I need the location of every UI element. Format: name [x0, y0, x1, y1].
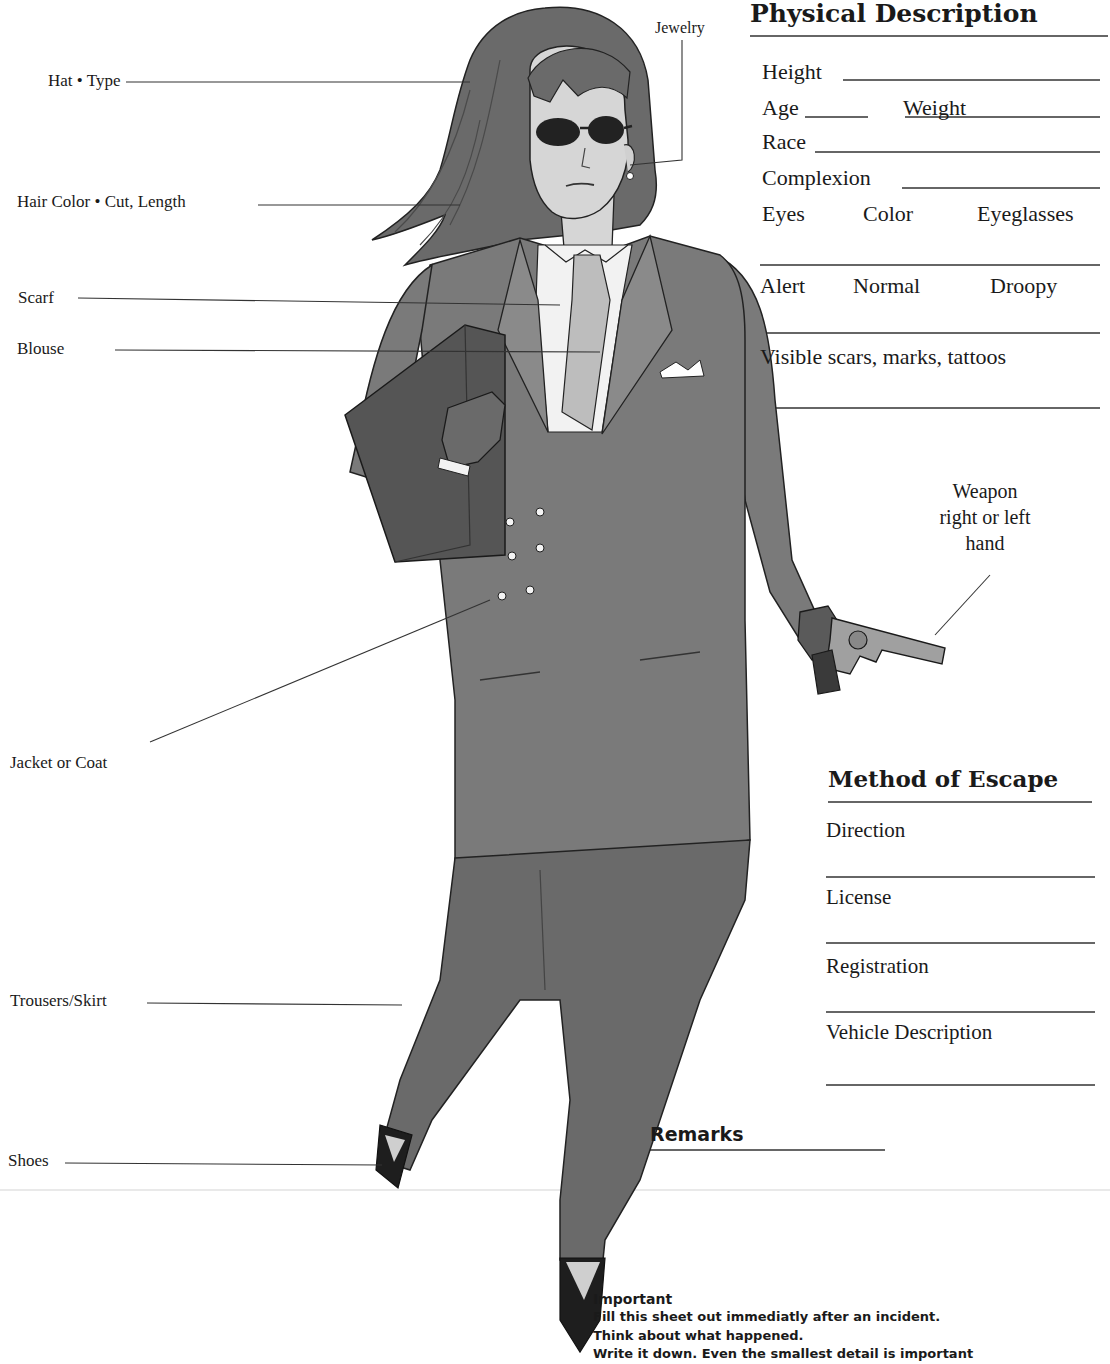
- note-text: Write it down. Even the smallest detail …: [593, 1347, 973, 1362]
- part-label: Jacket or Coat: [10, 753, 107, 773]
- note-text: Fill this sheet out immediatly after an …: [593, 1310, 940, 1325]
- revolver-cylinder: [849, 631, 867, 649]
- bracelet: [438, 458, 470, 476]
- fill-line: [826, 1084, 1095, 1085]
- heading-rule: [650, 1149, 885, 1150]
- part-label: Hair Color • Cut, Length: [17, 192, 186, 212]
- scarf: [562, 255, 610, 430]
- fill-line: [760, 407, 1100, 408]
- gloved-hand: [442, 392, 505, 468]
- hair: [372, 7, 656, 265]
- separator-line: [0, 1189, 1110, 1191]
- option-label: Alert: [760, 273, 805, 298]
- note-text: Think about what happened.: [593, 1329, 804, 1344]
- hair-strands: [395, 60, 500, 245]
- note-heading: Important: [593, 1291, 672, 1307]
- sunglasses-frame: [580, 126, 632, 128]
- part-label: Trousers/Skirt: [10, 991, 107, 1011]
- lapel: [602, 236, 672, 434]
- option-label: Normal: [853, 273, 920, 298]
- fill-line: [843, 79, 1100, 80]
- part-label: Shoes: [8, 1151, 49, 1171]
- fill-line: [826, 942, 1095, 943]
- field-label: Color: [863, 201, 913, 226]
- field-label: Eyeglasses: [977, 201, 1074, 226]
- revolver: [826, 618, 945, 674]
- field-label: Registration: [826, 954, 929, 978]
- heading-rule: [750, 35, 1108, 36]
- part-label: Hat • Type: [48, 71, 120, 91]
- button: [536, 508, 544, 516]
- trouser-crease: [540, 870, 545, 990]
- fill-line: [805, 116, 868, 117]
- field-label: Height: [762, 59, 822, 84]
- revolver-grip: [812, 650, 840, 694]
- earring: [627, 173, 634, 180]
- pocket-flap: [480, 652, 700, 680]
- field-label: Eyes: [762, 201, 805, 226]
- button: [498, 592, 506, 600]
- section-heading: Remarks: [650, 1124, 743, 1146]
- section-heading: Method of Escape: [828, 766, 1058, 792]
- weapon-label: Weapon right or left hand: [935, 478, 1035, 556]
- field-label: Weight: [903, 95, 966, 120]
- button: [536, 544, 544, 552]
- fill-line: [815, 151, 1100, 152]
- button: [508, 552, 516, 560]
- button: [526, 586, 534, 594]
- leader-line: [150, 600, 490, 742]
- form-title: Physical Description: [750, 0, 1038, 29]
- field-label: Direction: [826, 818, 905, 842]
- shoe: [376, 1125, 412, 1188]
- fill-line: [760, 264, 1100, 265]
- fill-line: [902, 187, 1100, 188]
- fill-line: [760, 332, 1100, 333]
- mouth: [566, 184, 594, 186]
- field-label: Race: [762, 129, 806, 154]
- part-label: Blouse: [17, 339, 64, 359]
- bangs: [528, 48, 630, 102]
- pocket-square: [660, 360, 704, 378]
- part-label: Scarf: [18, 288, 54, 308]
- nose: [582, 148, 590, 168]
- leader-line: [630, 40, 682, 165]
- shoe-inner: [385, 1135, 405, 1162]
- leader-lines: [65, 40, 990, 1165]
- leader-line: [78, 298, 560, 305]
- ear: [624, 145, 634, 172]
- field-label: License: [826, 885, 891, 909]
- leader-line: [126, 81, 470, 82]
- leader-line: [258, 204, 460, 205]
- field-label: Age: [762, 95, 799, 120]
- part-label: Jewelry: [655, 19, 705, 37]
- field-label: Visible scars, marks, tattoos: [760, 344, 1006, 369]
- field-label: Complexion: [762, 165, 871, 190]
- field-label: Vehicle Description: [826, 1020, 992, 1044]
- leader-line: [115, 350, 600, 352]
- folder: [345, 325, 505, 562]
- button: [506, 518, 514, 526]
- sunglasses-lens: [536, 118, 580, 146]
- fill-line: [826, 1011, 1095, 1012]
- option-label: Droopy: [990, 273, 1057, 298]
- leader-line: [935, 575, 990, 635]
- sunglasses-lens: [588, 116, 624, 144]
- trousers: [378, 840, 750, 1260]
- heading-rule: [828, 801, 1092, 802]
- leader-line: [147, 1003, 402, 1005]
- leader-line: [65, 1163, 382, 1165]
- fill-line: [826, 876, 1095, 877]
